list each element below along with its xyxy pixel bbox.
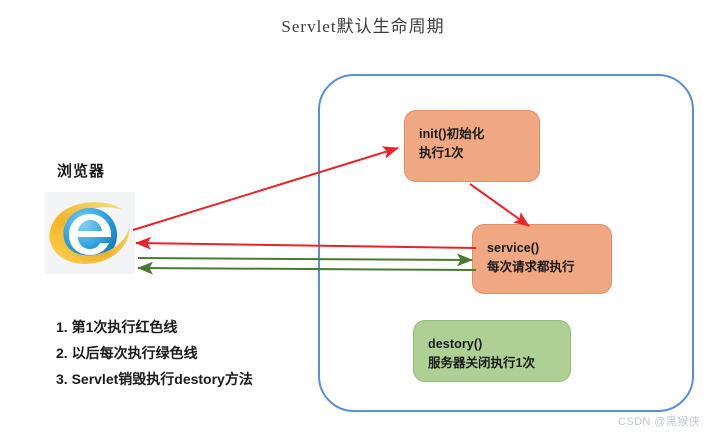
watermark: CSDN @黑猴侠 <box>618 416 700 428</box>
internet-explorer-icon <box>45 192 135 274</box>
ie-logo-glyph <box>49 202 130 264</box>
legend-item: 1. 第1次执行红色线 <box>56 319 178 335</box>
node-destory-code: destory() <box>428 337 483 351</box>
node-destory[interactable]: destory() 服务器关闭执行1次 <box>413 320 571 382</box>
node-service-code: service() <box>487 241 540 255</box>
node-init-desc: 执行1次 <box>419 146 464 161</box>
node-service-desc: 每次请求都执行 <box>487 260 575 275</box>
legend-item: 2. 以后每次执行绿色线 <box>56 344 198 361</box>
node-init[interactable]: init()初始化 执行1次 <box>404 110 540 182</box>
node-destory-desc: 服务器关闭执行1次 <box>428 356 535 371</box>
node-init-code: init()初始化 <box>419 127 485 141</box>
page-title: Servlet默认生命周期 <box>281 17 445 36</box>
legend-item: 3. Servlet销毁执行destory方法 <box>56 370 253 387</box>
node-service[interactable]: service() 每次请求都执行 <box>472 224 612 294</box>
legend-list: 1. 第1次执行红色线 2. 以后每次执行绿色线 3. Servlet销毁执行d… <box>56 315 253 393</box>
browser-label: 浏览器 <box>57 163 106 180</box>
